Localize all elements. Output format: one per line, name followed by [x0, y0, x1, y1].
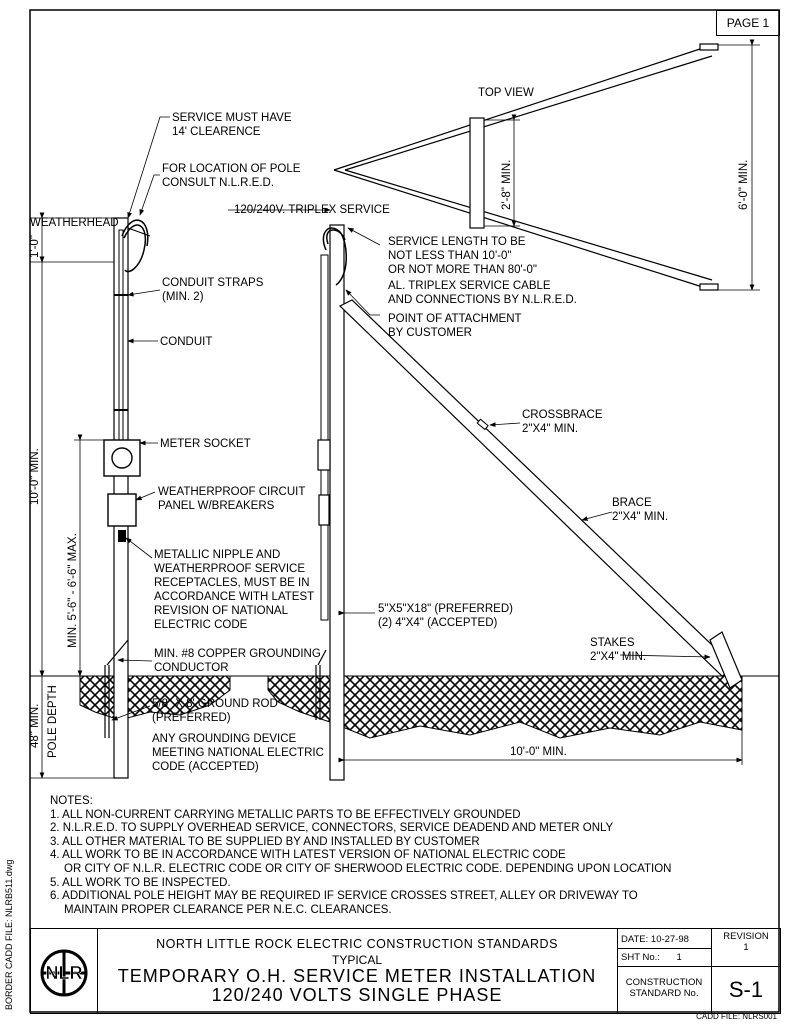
weatherhead-cable-left	[121, 219, 149, 273]
cadd-file-label: CADD FILE: NLRS001	[696, 1012, 777, 1021]
label-top-view: TOP VIEW	[478, 87, 534, 99]
notes-section: NOTES: 1. ALL NON-CURRENT CARRYING METAL…	[50, 795, 780, 917]
revision-value: 1	[743, 942, 749, 953]
label-service-clearance-1: SERVICE MUST HAVE	[172, 112, 292, 124]
ground-rod-right	[315, 649, 327, 720]
dim-6-0-min: 6'-0" MIN.	[738, 160, 750, 210]
dim-10ft-horizontal: 10'-0" MIN.	[510, 746, 567, 758]
crossbrace-block	[476, 418, 489, 431]
label-conduit-straps-1: CONDUIT STRAPS	[162, 277, 264, 289]
label-nipple-1: METALLIC NIPPLE AND	[154, 549, 280, 561]
top-view	[333, 39, 760, 291]
drawing-title-2: 120/240 VOLTS SINGLE PHASE	[211, 985, 503, 1005]
label-stakes-2: 2"X4" MIN.	[590, 651, 646, 663]
note-line: 5. ALL WORK TO BE INSPECTED.	[50, 876, 231, 889]
logo-lettering: NLR	[46, 963, 83, 983]
sheet-label: SHT No.:	[621, 952, 660, 963]
dim-48-min: 48" MIN.	[29, 704, 41, 748]
label-attachment-2: BY CUSTOMER	[388, 327, 472, 339]
dim-5-6-range: MIN. 5'-6" - 6'-6" MAX.	[67, 533, 79, 648]
dimension-lines	[30, 212, 743, 779]
label-weatherhead: WEATHERHEAD	[30, 217, 119, 229]
note-line: MAINTAIN PROPER CLEARANCE PER N.E.C. CLE…	[64, 903, 392, 916]
weatherhead-cable-right	[322, 227, 347, 286]
label-post-1: 5"X5"X18" (PREFERRED)	[378, 603, 513, 615]
org-name: NORTH LITTLE ROCK ELECTRIC CONSTRUCTION …	[156, 937, 558, 951]
label-panel-2: PANEL W/BREAKERS	[158, 500, 275, 512]
label-grounding-device-2: MEETING NATIONAL ELECTRIC	[152, 747, 324, 759]
dim-10ft-min: 10'-0" MIN.	[29, 448, 41, 505]
construction-standard-cell: CONSTRUCTION STANDARD No.	[617, 967, 712, 1013]
circuit-panel	[107, 493, 137, 527]
label-nipple-2: WEATHERPROOF SERVICE	[154, 563, 305, 575]
label-service-length-5: AND CONNECTIONS BY N.L.R.E.D.	[388, 294, 577, 306]
label-grounding-conductor-2: CONDUCTOR	[154, 662, 229, 674]
label-nipple-3: RECEPTACLES, MUST BE IN	[154, 577, 310, 589]
title-block: NLR NORTH LITTLE ROCK ELECTRIC CONSTRUCT…	[30, 928, 781, 1014]
label-nipple-6: ELECTRIC CODE	[154, 619, 248, 631]
label-pole-location-2: CONSULT N.L.R.E.D.	[162, 177, 274, 189]
label-attachment-1: POINT OF ATTACHMENT	[388, 313, 522, 325]
label-conduit: CONDUIT	[160, 336, 212, 348]
label-service-clearance-2: 14' CLEARENCE	[172, 126, 261, 138]
typical-label: TYPICAL	[331, 953, 382, 967]
dim-pole-depth: POLE DEPTH	[47, 685, 59, 758]
sheet-number-cell: SHT No.: 1	[617, 949, 712, 967]
note-line: 3. ALL OTHER MATERIAL TO BE SUPPLIED BY …	[50, 835, 480, 848]
leader-lines	[111, 116, 711, 721]
drawing-border	[29, 9, 780, 1013]
revision-label: REVISION	[723, 931, 769, 942]
label-service-length-4: AL. TRIPLEX SERVICE CABLE	[388, 280, 551, 292]
meter-socket-glass	[111, 447, 133, 469]
label-crossbrace-2: 2"X4" MIN.	[522, 423, 578, 435]
earth-hatch	[30, 675, 779, 739]
label-ground-rod-1: 5/8" X 8' GROUND ROD	[152, 698, 278, 710]
label-crossbrace-1: CROSSBRACE	[522, 409, 603, 421]
label-panel-1: WEATHERPROOF CIRCUIT	[158, 486, 305, 498]
label-grounding-device-3: CODE (ACCEPTED)	[152, 761, 259, 773]
note-line: OR CITY OF N.L.R. ELECTRIC CODE OR CITY …	[64, 862, 672, 875]
right-pole	[317, 224, 345, 781]
standard-no-label: STANDARD No.	[629, 988, 699, 999]
label-grounding-conductor-1: MIN. #8 COPPER GROUNDING	[154, 648, 321, 660]
label-stakes-1: STAKES	[590, 637, 635, 649]
label-service-length-3: OR NOT MORE THAN 80'-0"	[388, 264, 537, 276]
ground-rod-left	[104, 639, 129, 738]
dim-2-8-min: 2'-8" MIN.	[501, 160, 513, 210]
drawing-title-1: TEMPORARY O.H. SERVICE METER INSTALLATIO…	[117, 966, 597, 986]
note-line: 1. ALL NON-CURRENT CARRYING METALLIC PAR…	[50, 808, 521, 821]
nlr-logo-icon: NLR	[40, 949, 88, 997]
label-brace-2: 2"X4" MIN.	[612, 511, 668, 523]
label-conduit-straps-2: (MIN. 2)	[162, 291, 204, 303]
label-triplex: 120/240V. TRIPLEX SERVICE	[234, 204, 390, 216]
label-brace-1: BRACE	[612, 497, 652, 509]
title-block-main: NORTH LITTLE ROCK ELECTRIC CONSTRUCTION …	[97, 929, 618, 1013]
dim-1ft: 1'-0"	[29, 235, 41, 258]
title-block-info: DATE: 10-27-98 SHT No.: 1 REVISION 1 CON…	[617, 929, 780, 1013]
label-service-length-1: SERVICE LENGTH TO BE	[388, 236, 526, 248]
note-line: 2. N.L.R.E.D. TO SUPPLY OVERHEAD SERVICE…	[50, 822, 614, 835]
date-cell: DATE: 10-27-98	[617, 929, 712, 949]
sheet-value: 1	[676, 952, 682, 963]
note-line: 6. ADDITIONAL POLE HEIGHT MAY BE REQUIRE…	[50, 890, 638, 903]
border-file-label: BORDER CADD FILE: NLRB511.dwg	[4, 859, 14, 1010]
label-nipple-4: ACCORDANCE WITH LATEST	[154, 591, 314, 603]
label-pole-location-1: FOR LOCATION OF POLE	[162, 163, 301, 175]
nlr-logo: NLR	[31, 929, 98, 1013]
note-line: 4. ALL WORK TO BE IN ACCORDANCE WITH LAT…	[50, 849, 566, 862]
notes-heading: NOTES:	[50, 795, 93, 807]
label-service-length-2: NOT LESS THAN 10'-0"	[388, 250, 511, 262]
label-meter-socket: METER SOCKET	[160, 438, 251, 450]
label-grounding-device-1: ANY GROUNDING DEVICE	[152, 733, 297, 745]
label-nipple-5: REVISION OF NATIONAL	[154, 605, 289, 617]
metallic-nipple	[118, 530, 126, 542]
label-post-2: (2) 4"X4" (ACCEPTED)	[378, 617, 498, 629]
revision-cell: REVISION 1	[712, 929, 780, 967]
standard-number: S-1	[728, 977, 764, 1002]
page-label: PAGE 1	[716, 10, 780, 36]
construction-label: CONSTRUCTION	[625, 977, 703, 988]
label-ground-rod-2: (PREFERRED)	[152, 712, 231, 724]
